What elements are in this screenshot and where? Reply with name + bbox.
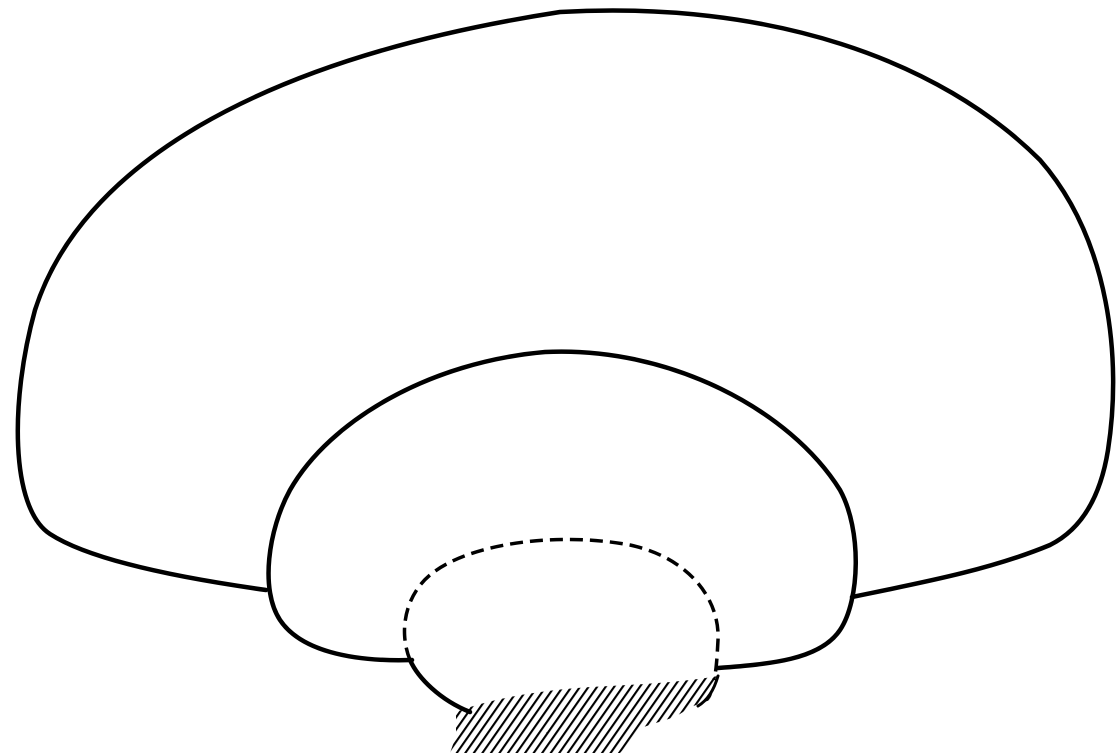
middle-dome-outline <box>269 352 856 668</box>
inner-oval-lower-edge <box>410 660 470 712</box>
outer-dome-outline <box>18 10 1113 597</box>
inner-oval-dashed-outline <box>404 539 718 680</box>
hatched-stalk-base <box>450 676 718 753</box>
